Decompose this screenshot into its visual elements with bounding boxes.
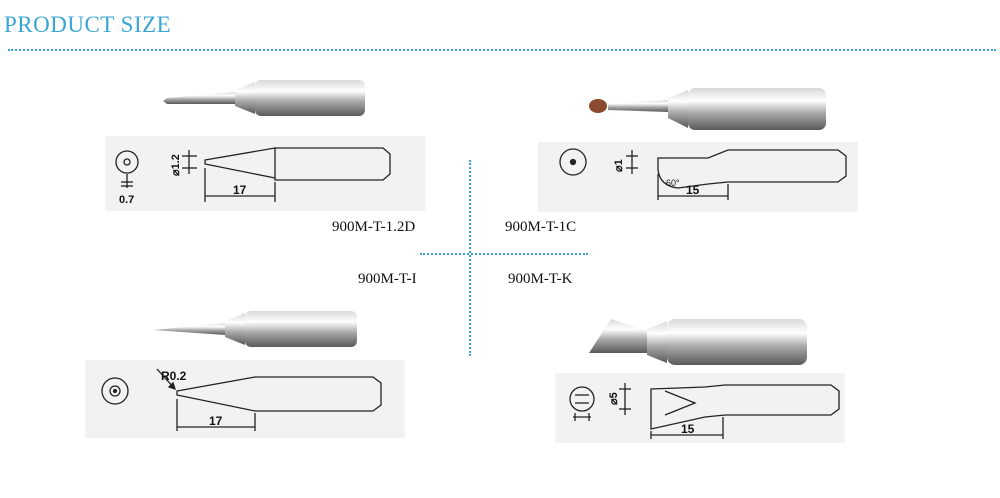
tip-k-photo bbox=[589, 319, 807, 365]
tip-1-2d-diameter: ⌀1.2 bbox=[170, 154, 182, 176]
tip-1c-diagram-bg bbox=[538, 142, 858, 212]
page-title: PRODUCT SIZE bbox=[4, 12, 172, 37]
tip-i-length: 17 bbox=[209, 414, 223, 428]
tip-1-2d-thickness: 0.7 bbox=[119, 194, 134, 206]
tip-k-diagram bbox=[569, 383, 840, 439]
tip-1c-photo bbox=[589, 88, 826, 130]
tip-1c-angle: 60° bbox=[666, 178, 680, 188]
tip-i-photo bbox=[153, 311, 357, 347]
tip-i-radius: R0.2 bbox=[161, 369, 187, 383]
tip-1-2d-diagram-bg bbox=[105, 136, 425, 211]
model-label-i: 900M-T-I bbox=[358, 271, 417, 287]
tip-k-length: 15 bbox=[681, 422, 695, 436]
center-vertical-divider bbox=[469, 160, 471, 356]
tip-i-diagram-bg bbox=[85, 360, 405, 438]
tip-1c-diameter: ⌀1 bbox=[613, 159, 625, 172]
tip-1c-length: 15 bbox=[686, 183, 700, 197]
tip-1-2d-photo bbox=[163, 80, 365, 116]
tip-1c-figure: 60° ⌀1 15 bbox=[538, 88, 858, 212]
tip-k-diagram-bg bbox=[555, 373, 845, 443]
tip-1-2d-figure: 0.7 ⌀1.2 17 bbox=[105, 80, 425, 211]
tip-1-2d-length: 17 bbox=[233, 183, 247, 197]
header-divider bbox=[8, 49, 996, 51]
tip-k-diameter: ⌀5 bbox=[608, 392, 620, 405]
tip-i-figure: R0.2 17 bbox=[85, 311, 405, 438]
model-label-k: 900M-T-K bbox=[508, 271, 573, 287]
tip-1-2d-diagram bbox=[115, 147, 391, 202]
tip-k-figure: ⌀5 15 bbox=[555, 319, 845, 443]
center-horizontal-divider bbox=[420, 253, 588, 255]
tip-1c-diagram bbox=[559, 148, 847, 200]
model-label-1-2d: 900M-T-1.2D bbox=[332, 219, 416, 235]
tip-i-diagram bbox=[101, 368, 382, 431]
model-label-1c: 900M-T-1C bbox=[505, 219, 577, 235]
